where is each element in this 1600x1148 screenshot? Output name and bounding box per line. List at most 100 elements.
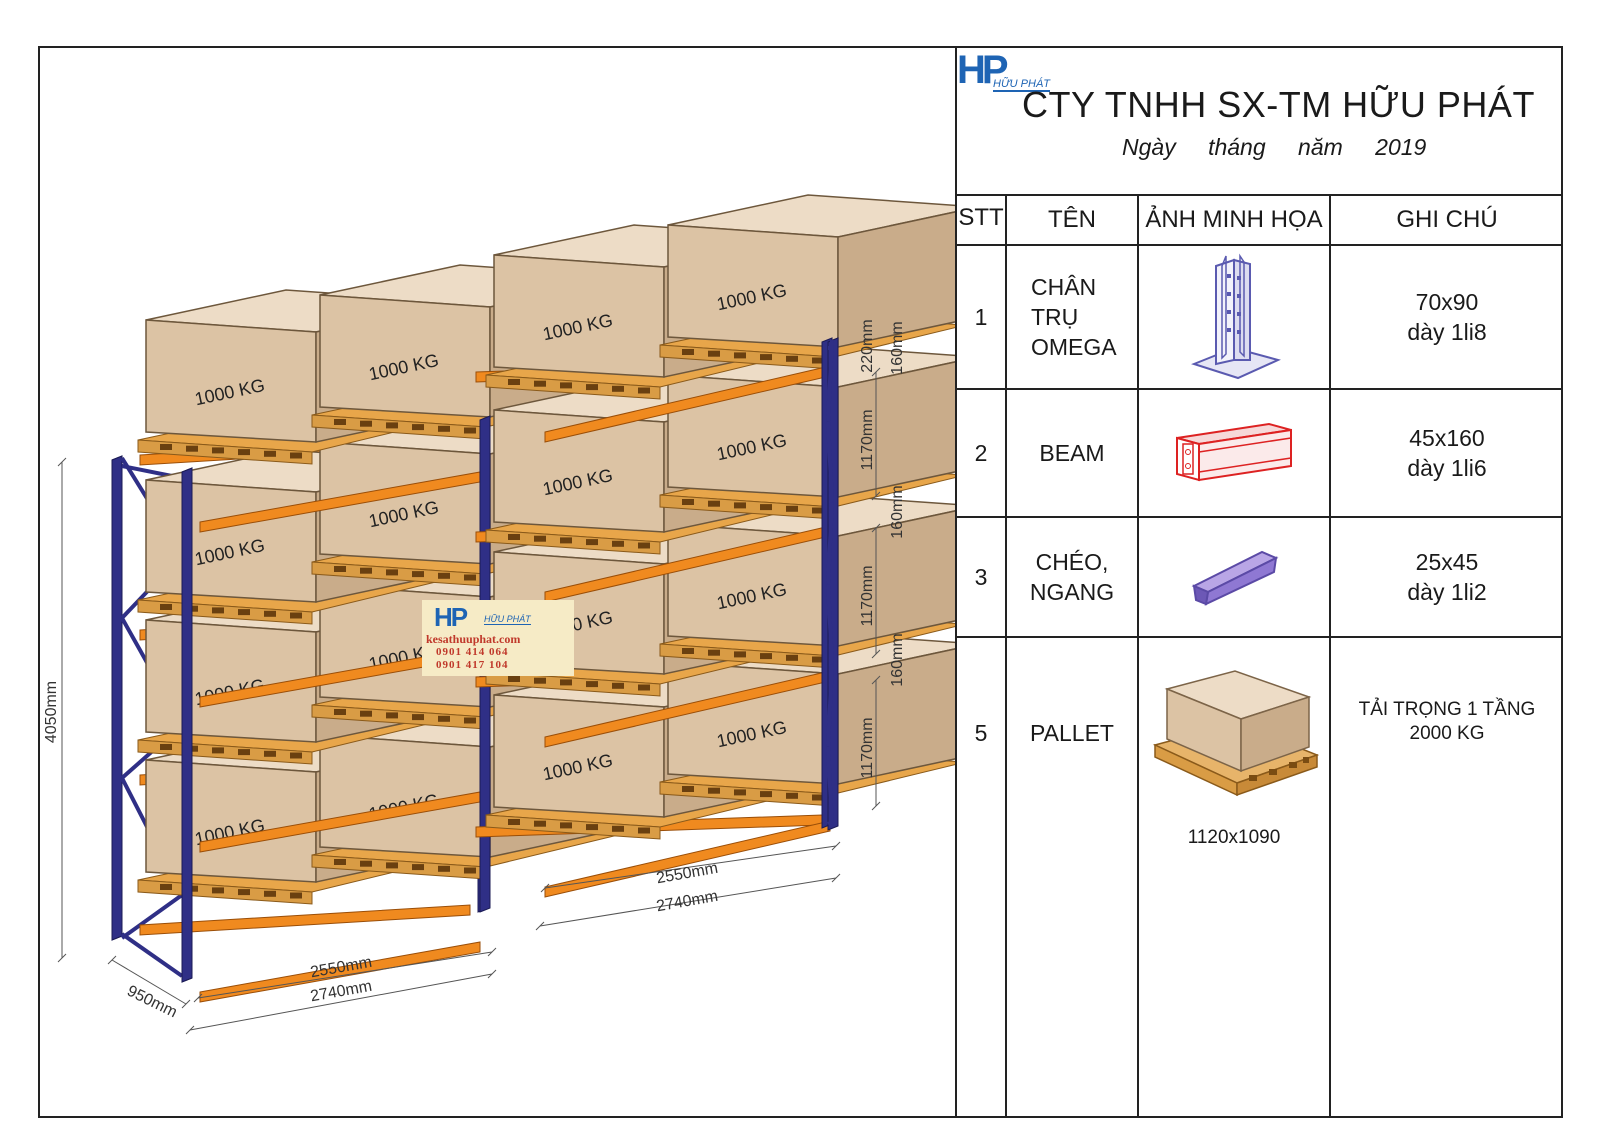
date-line: Ngày tháng năm 2019 bbox=[1122, 134, 1427, 160]
dim-right-outer-width-line-tick-start bbox=[535, 921, 545, 931]
row-2-note-size: 45x160 bbox=[1409, 425, 1485, 451]
dim-beam-gap-2-label: 160mm bbox=[889, 485, 906, 538]
left-rack-front-left-upright bbox=[181, 467, 193, 983]
row-5-note-load-value: 2000 KG bbox=[1409, 723, 1485, 744]
dim-depth-line bbox=[111, 959, 187, 1005]
right-rack-box-3-pallet-slot bbox=[638, 684, 650, 691]
right-rack-box-4-pallet-slot bbox=[812, 656, 824, 663]
right-rack-box-6-pallet-slot bbox=[760, 504, 772, 511]
drawing-sheet bbox=[38, 46, 1563, 1118]
row-2-note-thickness: dày 1li6 bbox=[1407, 455, 1487, 481]
company-logo: HP HỮU PHÁT bbox=[957, 48, 1051, 93]
right-rack-box-7-pallet-slot bbox=[508, 379, 520, 385]
left-rack-box-8-pallet-slot bbox=[386, 422, 398, 429]
left-rack-box-7-pallet-slot bbox=[160, 444, 172, 450]
dim-level-2-label: 1170mm bbox=[859, 565, 876, 626]
right-rack-box-8-pallet-slot bbox=[682, 349, 694, 355]
left-rack-box-6-pallet-slot bbox=[386, 569, 398, 576]
watermark-logo: HP bbox=[434, 602, 468, 632]
right-rack-box-7-pallet-slot bbox=[612, 385, 624, 392]
right-rack-box-1-pallet-slot bbox=[534, 820, 546, 827]
left-rack-box-1-pallet-slot bbox=[264, 890, 276, 897]
row-5-note-load-label: TẢI TRỌNG 1 TẦNG bbox=[1358, 699, 1536, 720]
rule-row2 bbox=[957, 516, 1563, 518]
right-rack-box-8-side bbox=[837, 211, 955, 348]
left-rack-back-beam-4 bbox=[139, 904, 471, 936]
header-note: GHI CHÚ bbox=[1396, 206, 1498, 233]
right-rack-box-4-pallet-slot bbox=[786, 654, 798, 661]
right-rack-side-frame-brace bbox=[826, 583, 834, 665]
right-rack-box-8-pallet-slot bbox=[708, 350, 720, 357]
row-2-note: 45x160 dày 1li6 bbox=[1331, 390, 1563, 516]
right-rack-box-4-pallet-slot bbox=[708, 649, 720, 656]
right-rack-box-7-pallet-front bbox=[485, 374, 661, 400]
dim-right-inner-width-line-tick-start bbox=[540, 883, 550, 893]
right-rack-box-3-pallet-slot bbox=[508, 676, 520, 682]
dim-level-2-line-tick-end bbox=[871, 649, 881, 659]
left-rack-box-8-pallet-slot bbox=[464, 427, 476, 434]
company-name: CTY TNHH SX-TM HỮU PHÁT bbox=[1022, 84, 1535, 125]
row-2-name: BEAM bbox=[1039, 440, 1105, 466]
left-rack-box-3-pallet-slot bbox=[160, 744, 172, 750]
left-rack-box-4-pallet-slot bbox=[386, 712, 398, 719]
dim-left-outer-width-label: 2740mm bbox=[309, 978, 373, 1006]
rule-header-top bbox=[957, 194, 1563, 196]
right-rack-box-3-pallet-slot bbox=[586, 681, 598, 688]
dim-left-inner-width-line bbox=[197, 951, 493, 999]
row-5-stt: 5 bbox=[974, 720, 988, 746]
left-rack-box-5-pallet-slot bbox=[290, 612, 302, 619]
left-rack-box-8-pallet-slot bbox=[438, 425, 450, 432]
right-rack-box-8-pallet-slot bbox=[812, 357, 824, 364]
right-rack-box-8-pallet-slot bbox=[786, 355, 798, 362]
dim-level-1-label: 1170mm bbox=[859, 409, 876, 470]
left-rack-box-6-pallet-slot bbox=[360, 567, 372, 574]
dim-right-outer-width-line-tick-end bbox=[831, 873, 841, 883]
left-rack-side-frame-base-brace bbox=[120, 932, 184, 978]
left-rack-box-2-pallet-slot bbox=[464, 867, 476, 874]
left-rack-box-1-pallet-slot bbox=[160, 884, 172, 890]
right-rack-side-frame-brace bbox=[826, 421, 834, 503]
right-rack-box-5-pallet-slot bbox=[534, 535, 546, 542]
logo-mark: HP bbox=[957, 48, 1009, 92]
dim-level-3-line-tick-end bbox=[871, 801, 881, 811]
dim-depth-line-tick-start bbox=[107, 955, 117, 965]
left-rack-box-3-pallet-slot bbox=[290, 752, 302, 759]
left-rack-box-4-pallet-slot bbox=[438, 715, 450, 722]
left-rack-box-2-pallet-slot bbox=[386, 862, 398, 869]
left-rack-box-1-pallet-slot bbox=[290, 892, 302, 899]
right-rack-box-7-pallet-slot bbox=[560, 382, 572, 389]
left-rack-box-1-pallet-slot bbox=[238, 889, 250, 896]
right-rack-box-3-pallet-slot bbox=[560, 679, 572, 686]
left-rack-box-4-pallet-slot bbox=[464, 717, 476, 724]
right-rack-box-3-pallet-front bbox=[485, 671, 661, 697]
right-rack-box-5-pallet-front bbox=[485, 529, 661, 555]
watermark-logo-sub: HỮU PHÁT bbox=[484, 614, 531, 625]
dim-right-inner-width-line bbox=[544, 845, 837, 889]
dim-left-outer-width-line-tick-end bbox=[487, 969, 497, 979]
right-rack-box-7-pallet-slot bbox=[638, 387, 650, 394]
left-rack-box-7-pallet-front bbox=[137, 439, 313, 465]
dim-level-1-line-tick-end bbox=[871, 491, 881, 501]
left-rack-box-3-pallet-slot bbox=[264, 750, 276, 757]
rule-header-bottom bbox=[957, 244, 1563, 246]
row-3-note-size: 25x45 bbox=[1415, 549, 1479, 575]
watermark-badge: HP HỮU PHÁT kesathuuphat.com 0901 414 06… bbox=[422, 600, 574, 676]
left-rack-box-5-pallet-slot bbox=[160, 604, 172, 610]
right-rack-box-5-pallet-slot bbox=[612, 540, 624, 547]
dim-beam-gap-1-label: 160mm bbox=[889, 321, 906, 374]
dim-level-3-line-tick-start bbox=[871, 675, 881, 685]
dim-left-inner-width-line-tick-end bbox=[487, 947, 497, 957]
row-1-note-thickness: dày 1li8 bbox=[1407, 319, 1487, 345]
row-5-name: PALLET bbox=[1030, 720, 1114, 746]
row-3-stt: 3 bbox=[974, 564, 988, 590]
left-rack-box-1-pallet-slot bbox=[212, 887, 224, 894]
left-rack-box-4-pallet-slot bbox=[412, 714, 424, 721]
rule-row1 bbox=[957, 388, 1563, 390]
left-rack-box-6-pallet-slot bbox=[412, 571, 424, 578]
left-rack-box-7-pallet-slot bbox=[186, 445, 198, 452]
dim-right-outer-width-label: 2740mm bbox=[655, 888, 719, 916]
row-2-stt: 2 bbox=[974, 440, 988, 466]
row-3-note: 25x45 dày 1li2 bbox=[1331, 518, 1563, 636]
right-rack-box-8-pallet-slot bbox=[760, 354, 772, 361]
